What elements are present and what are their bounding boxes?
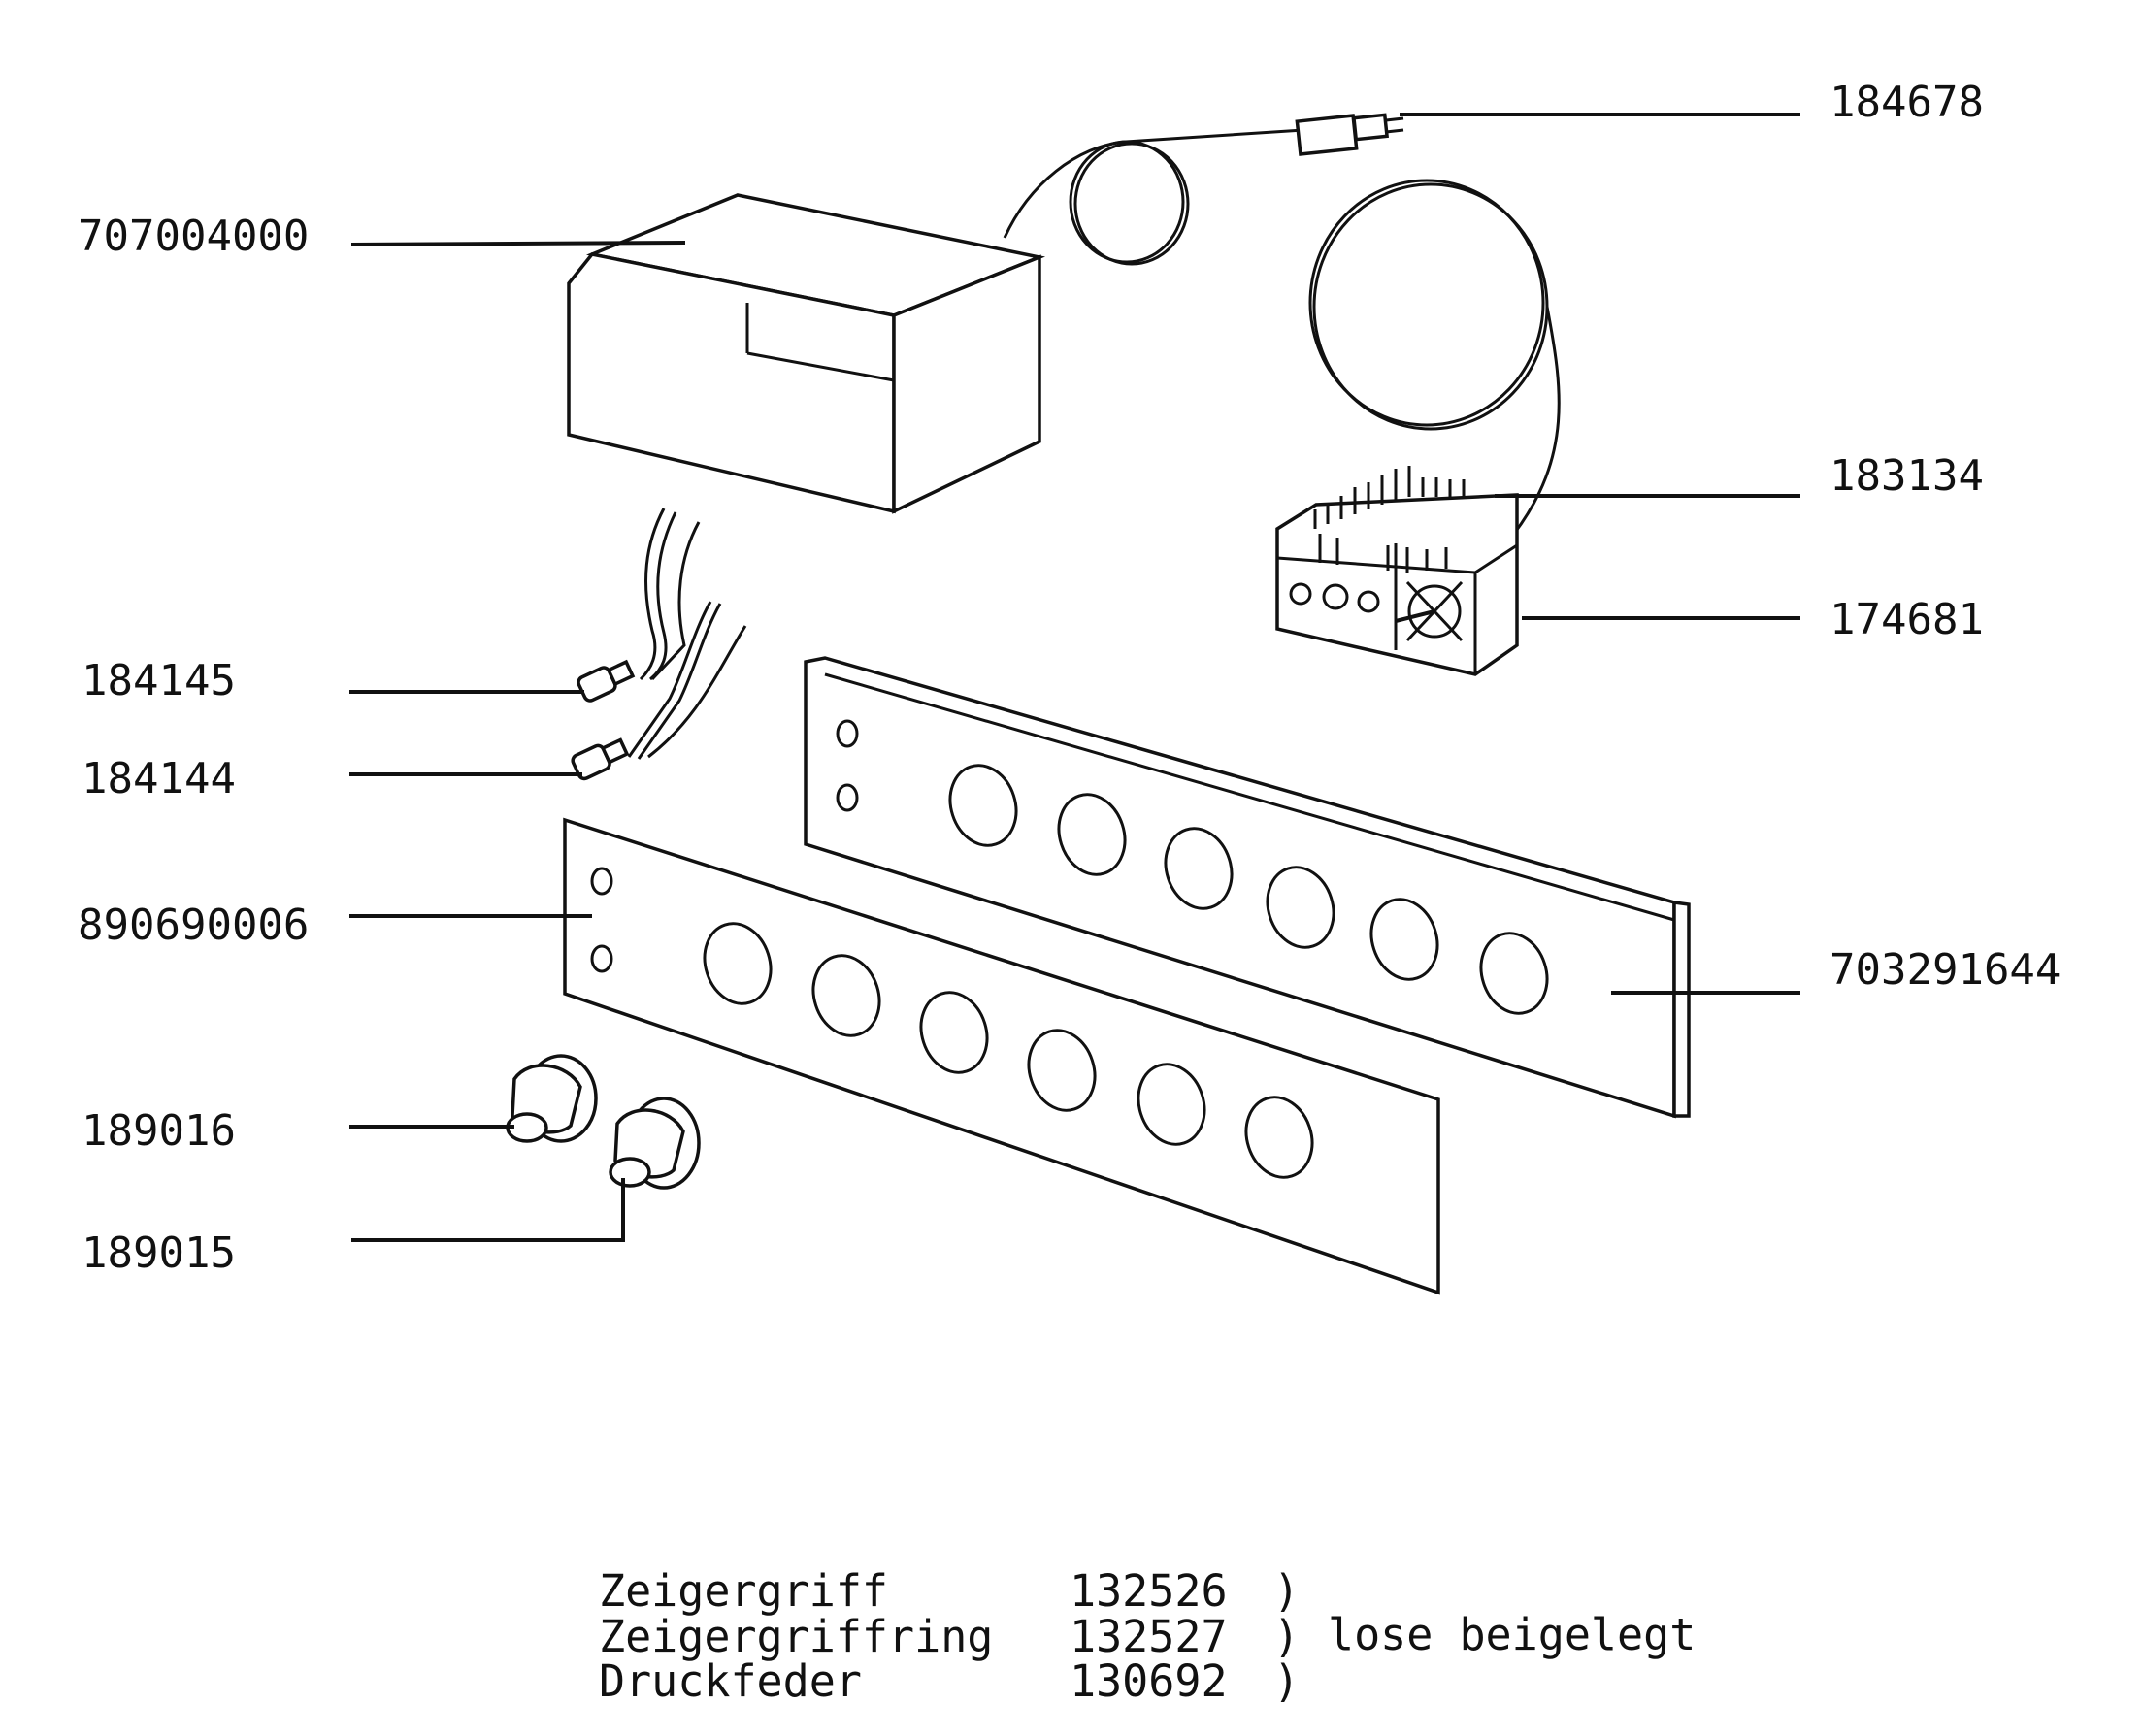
legend-name-1: Zeigergriff xyxy=(599,1565,888,1617)
cover-hood-part xyxy=(567,193,1046,514)
part-label-890690006: 890690006 xyxy=(78,901,309,950)
part-label-184144: 184144 xyxy=(82,754,236,803)
part-label-184145: 184145 xyxy=(82,656,236,705)
part-label-189016: 189016 xyxy=(82,1106,236,1156)
legend-number-3: 130692 xyxy=(1070,1655,1228,1707)
front-panel-part xyxy=(563,817,1440,1295)
indicator-lamps-part xyxy=(571,508,747,781)
leader-lines xyxy=(349,113,1800,1242)
part-label-183134: 183134 xyxy=(1830,451,1984,501)
part-label-189015: 189015 xyxy=(82,1228,236,1278)
capillary-tube-part xyxy=(1003,128,1561,535)
part-label-703291644: 703291644 xyxy=(1830,945,2061,995)
legend-bracket-2: ) xyxy=(1273,1611,1300,1662)
legend-bracket-1: ) xyxy=(1273,1565,1300,1617)
legend-name-2: Zeigergriffring xyxy=(599,1611,993,1662)
legend-number-1: 132526 xyxy=(1070,1565,1228,1617)
legend-name-3: Druckfeder xyxy=(599,1655,862,1707)
legend-number-2: 132527 xyxy=(1070,1611,1228,1662)
part-label-184678: 184678 xyxy=(1830,78,1984,127)
legend-bracket-3: ) xyxy=(1273,1655,1300,1707)
connector-clip-part xyxy=(1295,113,1404,156)
legend-note: lose beigelegt xyxy=(1328,1609,1696,1660)
part-label-174681: 174681 xyxy=(1830,595,1984,644)
switch-assembly-part xyxy=(1275,466,1519,676)
loose-parts-legend: Zeigergriff 132526 ) Zeigergriffring 132… xyxy=(599,1565,1696,1707)
part-label-707004000: 707004000 xyxy=(78,212,309,261)
back-panel-part xyxy=(804,656,1691,1119)
knob-left-part xyxy=(506,1054,598,1143)
knob-right-part xyxy=(609,1097,701,1190)
